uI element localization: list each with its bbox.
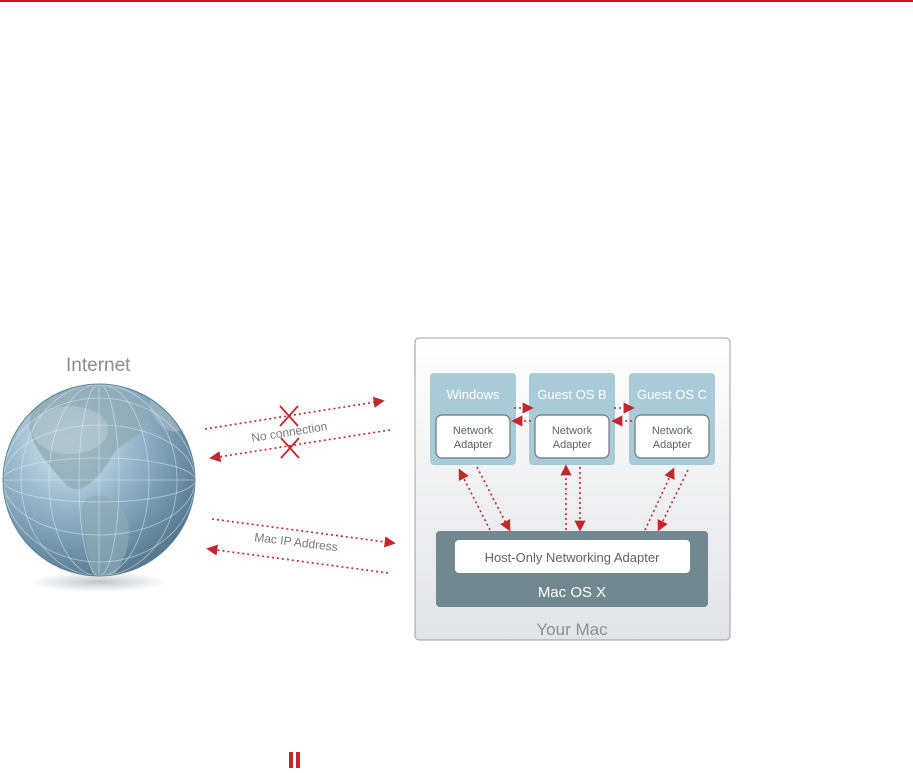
adapter-line2: Adapter: [653, 439, 692, 451]
host-only-adapter-label: Host-Only Networking Adapter: [485, 550, 661, 565]
network-adapter: [534, 414, 610, 459]
guest-name: Guest OS B: [537, 387, 606, 402]
blocked-arrow-in: [209, 429, 391, 463]
adapter-line1: Network: [652, 425, 693, 437]
mac-ip-arrow-out: [211, 518, 396, 548]
adapter-line2: Adapter: [454, 439, 493, 451]
your-mac-label: Your Mac: [536, 620, 608, 639]
cross-icon: [280, 437, 300, 459]
guest-name: Guest OS C: [637, 387, 707, 402]
guest-windows: Windows Network Adapter: [430, 373, 516, 465]
guest-os-c: Guest OS C Network Adapter: [629, 373, 715, 465]
no-connection-arrows: [204, 396, 391, 463]
pause-bars-icon: [289, 752, 301, 768]
internet-label: Internet: [66, 355, 131, 376]
globe-icon: [2, 383, 196, 592]
host-only-adapter: [455, 540, 690, 573]
mac-ip-label: Mac IP Address: [254, 530, 339, 554]
no-connection-label: No connection: [250, 419, 328, 445]
network-adapter: [634, 414, 710, 459]
cross-icon: [279, 405, 299, 427]
guest-link-arrows: [511, 402, 635, 427]
adapter-line2: Adapter: [553, 439, 592, 451]
mac-ip-arrow-in: [206, 544, 389, 574]
adapter-line1: Network: [552, 425, 593, 437]
top-rule: [0, 0, 913, 2]
host-os-label: Mac OS X: [538, 584, 606, 601]
adapter-line1: Network: [453, 425, 494, 437]
network-adapter: [435, 414, 511, 459]
host-only-network-diagram: Internet: [2, 337, 731, 641]
guest-os-b: Guest OS B Network Adapter: [529, 373, 615, 465]
adapter-host-arrows: [458, 464, 689, 532]
guest-name: Windows: [447, 387, 500, 402]
mac-ip-arrows: [206, 518, 396, 574]
